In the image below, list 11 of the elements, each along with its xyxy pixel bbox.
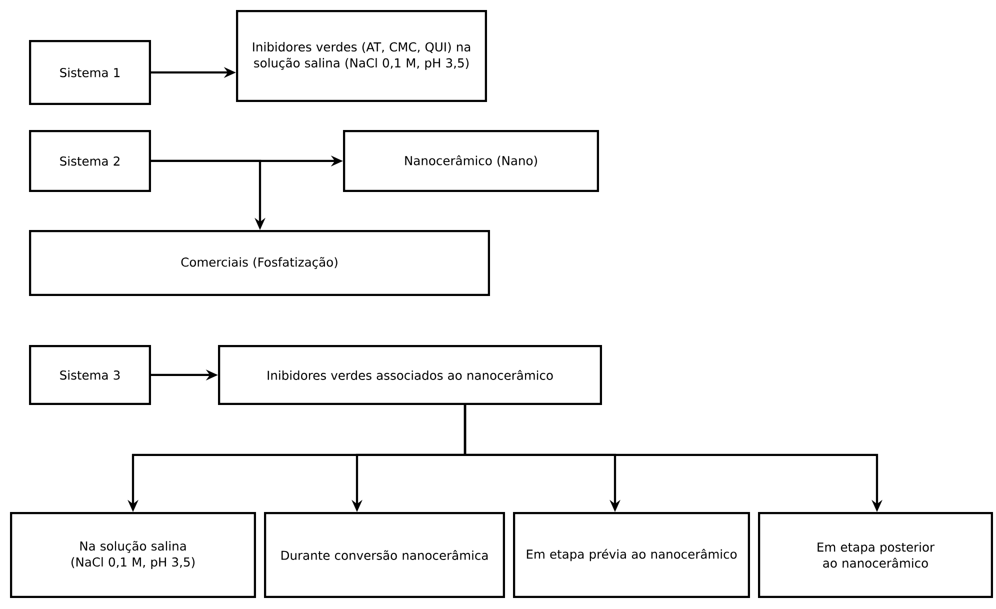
process-box: Em etapa prévia ao nanocerâmico [513, 512, 750, 598]
process-box: Sistema 1 [29, 40, 151, 105]
process-box: Inibidores verdes associados ao nanocerâmico [218, 345, 602, 405]
process-box: Durante conversão nanocerâmica [264, 512, 505, 598]
process-box: Na solução salina (NaCl 0,1 M, pH 3,5) [10, 512, 256, 598]
process-box: Comerciais (Fosfatização) [29, 230, 490, 296]
process-box: Nanocerâmico (Nano) [343, 130, 599, 192]
process-box: Sistema 3 [29, 345, 151, 405]
process-box: Sistema 2 [29, 130, 151, 192]
process-box: Em etapa posterior ao nanocerâmico [758, 512, 993, 598]
process-box: Inibidores verdes (AT, CMC, QUI) na solução salina (NaCl 0,1 M, pH 3,5) [236, 10, 487, 102]
